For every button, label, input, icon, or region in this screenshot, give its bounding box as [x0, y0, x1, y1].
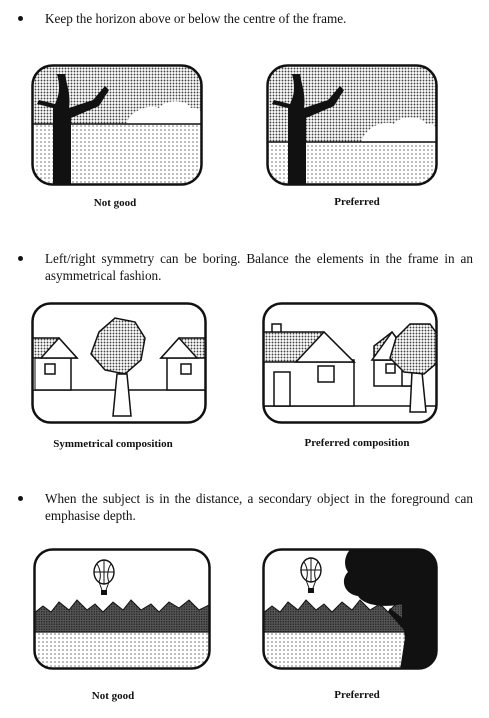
illustration-horizon-centred: [31, 64, 203, 186]
illustration-distant-subject: [33, 548, 211, 670]
caption-not-good-depth: Not good: [91, 690, 135, 702]
illustration-asymmetrical-composition: [262, 302, 438, 424]
hot-air-balloon-icon: [300, 557, 322, 593]
tip-1: Keep the horizon above or below the cent…: [18, 10, 473, 27]
caption-preferred-depth: Preferred: [334, 689, 380, 701]
tip-3: When the subject is in the distance, a s…: [18, 490, 473, 524]
tip-text: Keep the horizon above or below the cent…: [45, 11, 347, 26]
illustration-symmetrical-composition: [31, 302, 207, 424]
bullet-icon: [18, 256, 23, 261]
caption-not-good: Not good: [93, 197, 137, 209]
illustration-horizon-offset: [266, 64, 438, 186]
bullet-icon: [18, 496, 23, 501]
tip-text: Left/right symmetry can be boring. Balan…: [45, 251, 473, 283]
illustration-foreground-depth: [262, 548, 438, 670]
caption-preferred-composition: Preferred composition: [304, 437, 410, 449]
bullet-icon: [18, 16, 23, 21]
tip-2: Left/right symmetry can be boring. Balan…: [18, 250, 473, 284]
tip-text: When the subject is in the distance, a s…: [45, 491, 473, 523]
caption-symmetrical: Symmetrical composition: [53, 438, 173, 450]
caption-preferred: Preferred: [334, 196, 380, 208]
hot-air-balloon-icon: [93, 559, 115, 595]
